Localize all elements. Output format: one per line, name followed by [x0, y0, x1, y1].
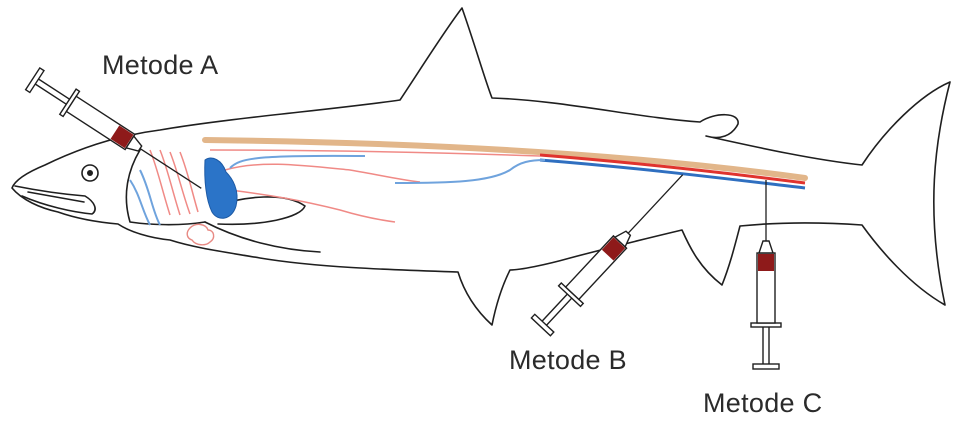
anterior-arteries [149, 149, 541, 223]
fish-lower-line [204, 221, 321, 253]
anterior-veins [129, 154, 546, 226]
fish-eye [81, 164, 99, 182]
spine-line [202, 137, 808, 181]
label-method-c: Metode C [703, 388, 823, 418]
fish-pectoral-fin [214, 196, 306, 226]
heart [204, 157, 238, 219]
caudal-vein [539, 158, 806, 190]
organ [186, 223, 215, 246]
syringe-a [24, 66, 202, 189]
fish-jaw-line [27, 191, 85, 203]
label-method-a: Metode A [102, 50, 219, 80]
syringe-b [530, 174, 684, 337]
fish-body [11, 7, 951, 326]
label-method-b: Metode B [509, 345, 627, 375]
fish-gill-cover [125, 149, 206, 226]
dorsal-aorta [539, 153, 806, 185]
fish-outline [11, 7, 951, 326]
syringe-c [750, 180, 782, 370]
fish-mouth [14, 185, 96, 215]
